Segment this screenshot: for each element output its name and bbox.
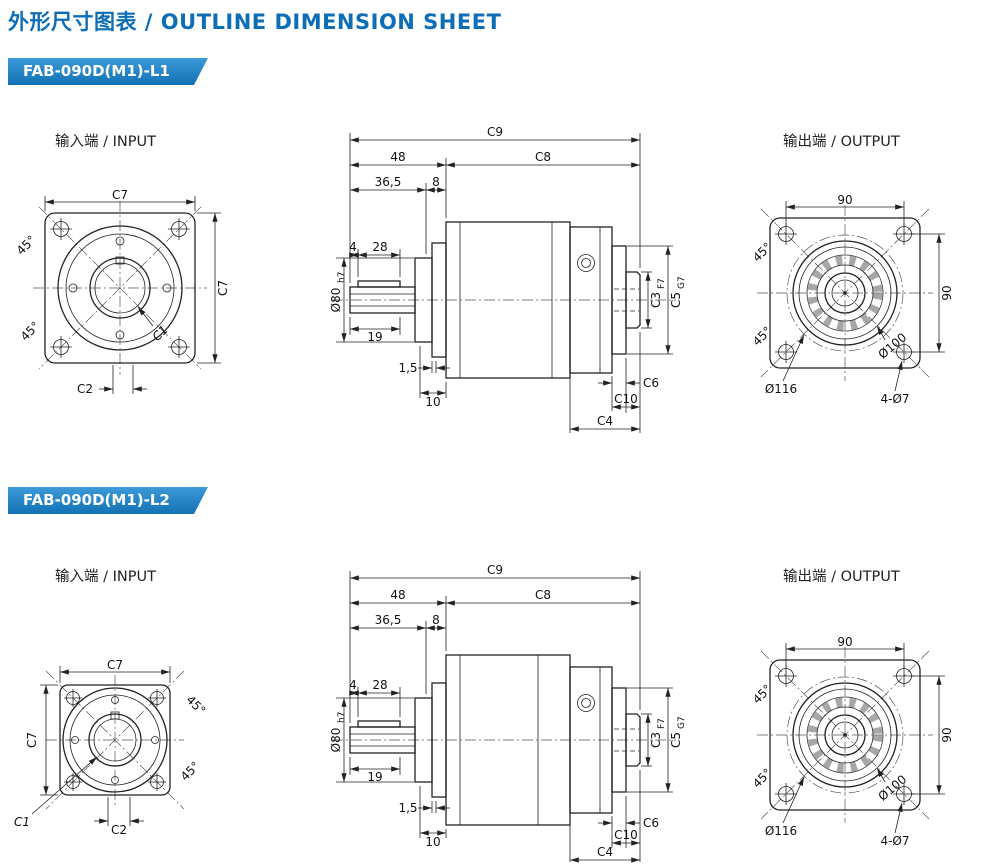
l2-input-view: C7 C7 45° 45° C1 C2 <box>14 658 208 837</box>
dim-c9: C9 <box>487 125 503 139</box>
dim-c4: C4 <box>597 845 613 859</box>
dim-45-bottom-left: 45° <box>755 324 775 349</box>
l1-side-body-outline <box>349 221 641 379</box>
dim-45-top-left: 45° <box>15 233 39 258</box>
l1-side-dimensions: C9 48 C8 36,5 8 4 28 Ø80 h7 C3 F7 <box>330 125 687 433</box>
dim-c2: C2 <box>77 382 93 396</box>
dim-1-5: 1,5 <box>398 801 417 815</box>
dim-c5: C5 G7 <box>669 276 687 308</box>
l2-output-dimensions: 90 90 45° 45° Ø100 Ø116 4-Ø7 <box>755 635 954 848</box>
dim-90-top: 90 <box>837 193 852 207</box>
model-badge-l1: FAB-090D(M1)-L1 <box>8 58 208 85</box>
dim-48: 48 <box>390 588 405 602</box>
dim-36-5: 36,5 <box>375 613 402 627</box>
dim-90-right: 90 <box>940 727 954 742</box>
dim-dia116: Ø116 <box>765 824 797 838</box>
l1-output-dimensions: 90 90 45° 45° Ø100 Ø116 4-Ø7 <box>755 193 954 406</box>
dim-28: 28 <box>372 240 387 254</box>
dim-45-top-right: 45° <box>183 693 208 718</box>
page-title: 外形尺寸图表 / OUTLINE DIMENSION SHEET <box>8 10 502 34</box>
dim-10: 10 <box>425 835 440 849</box>
dim-c5: C5 G7 <box>669 716 687 748</box>
dim-28: 28 <box>372 678 387 692</box>
dim-c3: C3 F7 <box>649 278 667 308</box>
l1-input-centerlines <box>33 201 207 375</box>
dim-c9: C9 <box>487 563 503 577</box>
dim-c2: C2 <box>111 823 127 837</box>
dim-c5-sub: G7 <box>677 716 687 729</box>
dim-c1: C1 <box>14 815 30 829</box>
dim-1-5: 1,5 <box>398 361 417 375</box>
dim-c3-main: C3 <box>649 292 663 308</box>
l2-output-flange-outline <box>769 659 921 811</box>
dim-dia80-main: Ø80 <box>330 728 343 753</box>
dim-8: 8 <box>432 613 440 627</box>
dim-19: 19 <box>367 330 382 344</box>
dim-45-bottom-right: 45° <box>178 759 203 784</box>
dim-45-top-left: 45° <box>755 240 775 265</box>
dim-45-bottom-left: 45° <box>755 766 775 791</box>
dim-4-holes: 4-Ø7 <box>880 834 909 848</box>
l1-output-view: 90 90 45° 45° Ø100 Ø116 4-Ø7 <box>755 193 954 406</box>
l2-side-body-outline <box>349 654 641 826</box>
dim-8: 8 <box>432 175 440 189</box>
model-badge-l2: FAB-090D(M1)-L2 <box>8 487 208 514</box>
dim-c7-left: C7 <box>25 732 39 748</box>
l1-input-flange-outline <box>44 212 196 364</box>
l2-output-view: 90 90 45° 45° Ø100 Ø116 4-Ø7 <box>755 635 954 848</box>
dim-c7-top: C7 <box>107 658 123 672</box>
dim-36-5: 36,5 <box>375 175 402 189</box>
dim-90-right: 90 <box>940 285 954 300</box>
l2-input-flange-outline <box>59 684 171 796</box>
dim-4-holes: 4-Ø7 <box>880 392 909 406</box>
dim-c3: C3 F7 <box>649 718 667 748</box>
l1-output-flange-outline <box>769 217 921 369</box>
l1-input-view: C7 C7 45° 45° C2 C1 <box>15 188 230 396</box>
l1-input-corner-holes <box>50 218 190 358</box>
dim-dia116: Ø116 <box>765 382 797 396</box>
dim-10: 10 <box>425 395 440 409</box>
dim-c6: C6 <box>643 816 659 830</box>
dim-dia80-sub: h7 <box>337 272 347 283</box>
dim-19: 19 <box>367 770 382 784</box>
dim-dia80-sub: h7 <box>337 712 347 723</box>
dim-dia80: Ø80 h7 <box>330 272 347 313</box>
l2-input-centerlines <box>45 670 185 810</box>
dim-c5-main: C5 <box>669 292 683 308</box>
dim-c3-main: C3 <box>649 732 663 748</box>
l1-side-view: C9 48 C8 36,5 8 4 28 Ø80 h7 C3 F7 <box>330 125 687 433</box>
dim-dia80-main: Ø80 <box>330 288 343 313</box>
dim-c7-top: C7 <box>112 188 128 202</box>
dim-c3-sub: F7 <box>657 718 667 729</box>
l1-output-view-label: 输出端 / OUTPUT <box>783 134 900 150</box>
l2-input-corner-holes <box>64 689 166 791</box>
dim-c7-right: C7 <box>216 280 230 296</box>
l2-output-view-label: 输出端 / OUTPUT <box>783 569 900 585</box>
dim-45-top-left: 45° <box>755 682 775 707</box>
dim-c4: C4 <box>597 414 613 428</box>
dim-c3-sub: F7 <box>657 278 667 289</box>
dim-c10: C10 <box>614 392 638 406</box>
dim-45-bottom-left: 45° <box>18 319 43 344</box>
dim-dia80: Ø80 h7 <box>330 712 347 753</box>
l1-input-dimensions: C7 C7 45° 45° C2 C1 <box>15 188 230 396</box>
l2-input-dimensions: C7 C7 45° 45° C1 C2 <box>14 658 208 837</box>
dim-c8: C8 <box>535 150 551 164</box>
l2-side-dimensions: C9 48 C8 36,5 8 4 28 Ø80 h7 C3 F7 <box>330 563 687 863</box>
dim-48: 48 <box>390 150 405 164</box>
dim-90-top: 90 <box>837 635 852 649</box>
l2-side-view: C9 48 C8 36,5 8 4 28 Ø80 h7 C3 F7 <box>330 563 687 863</box>
dim-4: 4 <box>349 678 357 692</box>
dim-4: 4 <box>349 240 357 254</box>
dim-c8: C8 <box>535 588 551 602</box>
l1-input-view-label: 输入端 / INPUT <box>55 134 156 150</box>
dim-c5-main: C5 <box>669 732 683 748</box>
dim-c6: C6 <box>643 376 659 390</box>
l2-output-corner-holes <box>775 665 915 805</box>
dim-c10: C10 <box>614 828 638 842</box>
dim-c5-sub: G7 <box>677 276 687 289</box>
l2-input-view-label: 输入端 / INPUT <box>55 569 156 585</box>
